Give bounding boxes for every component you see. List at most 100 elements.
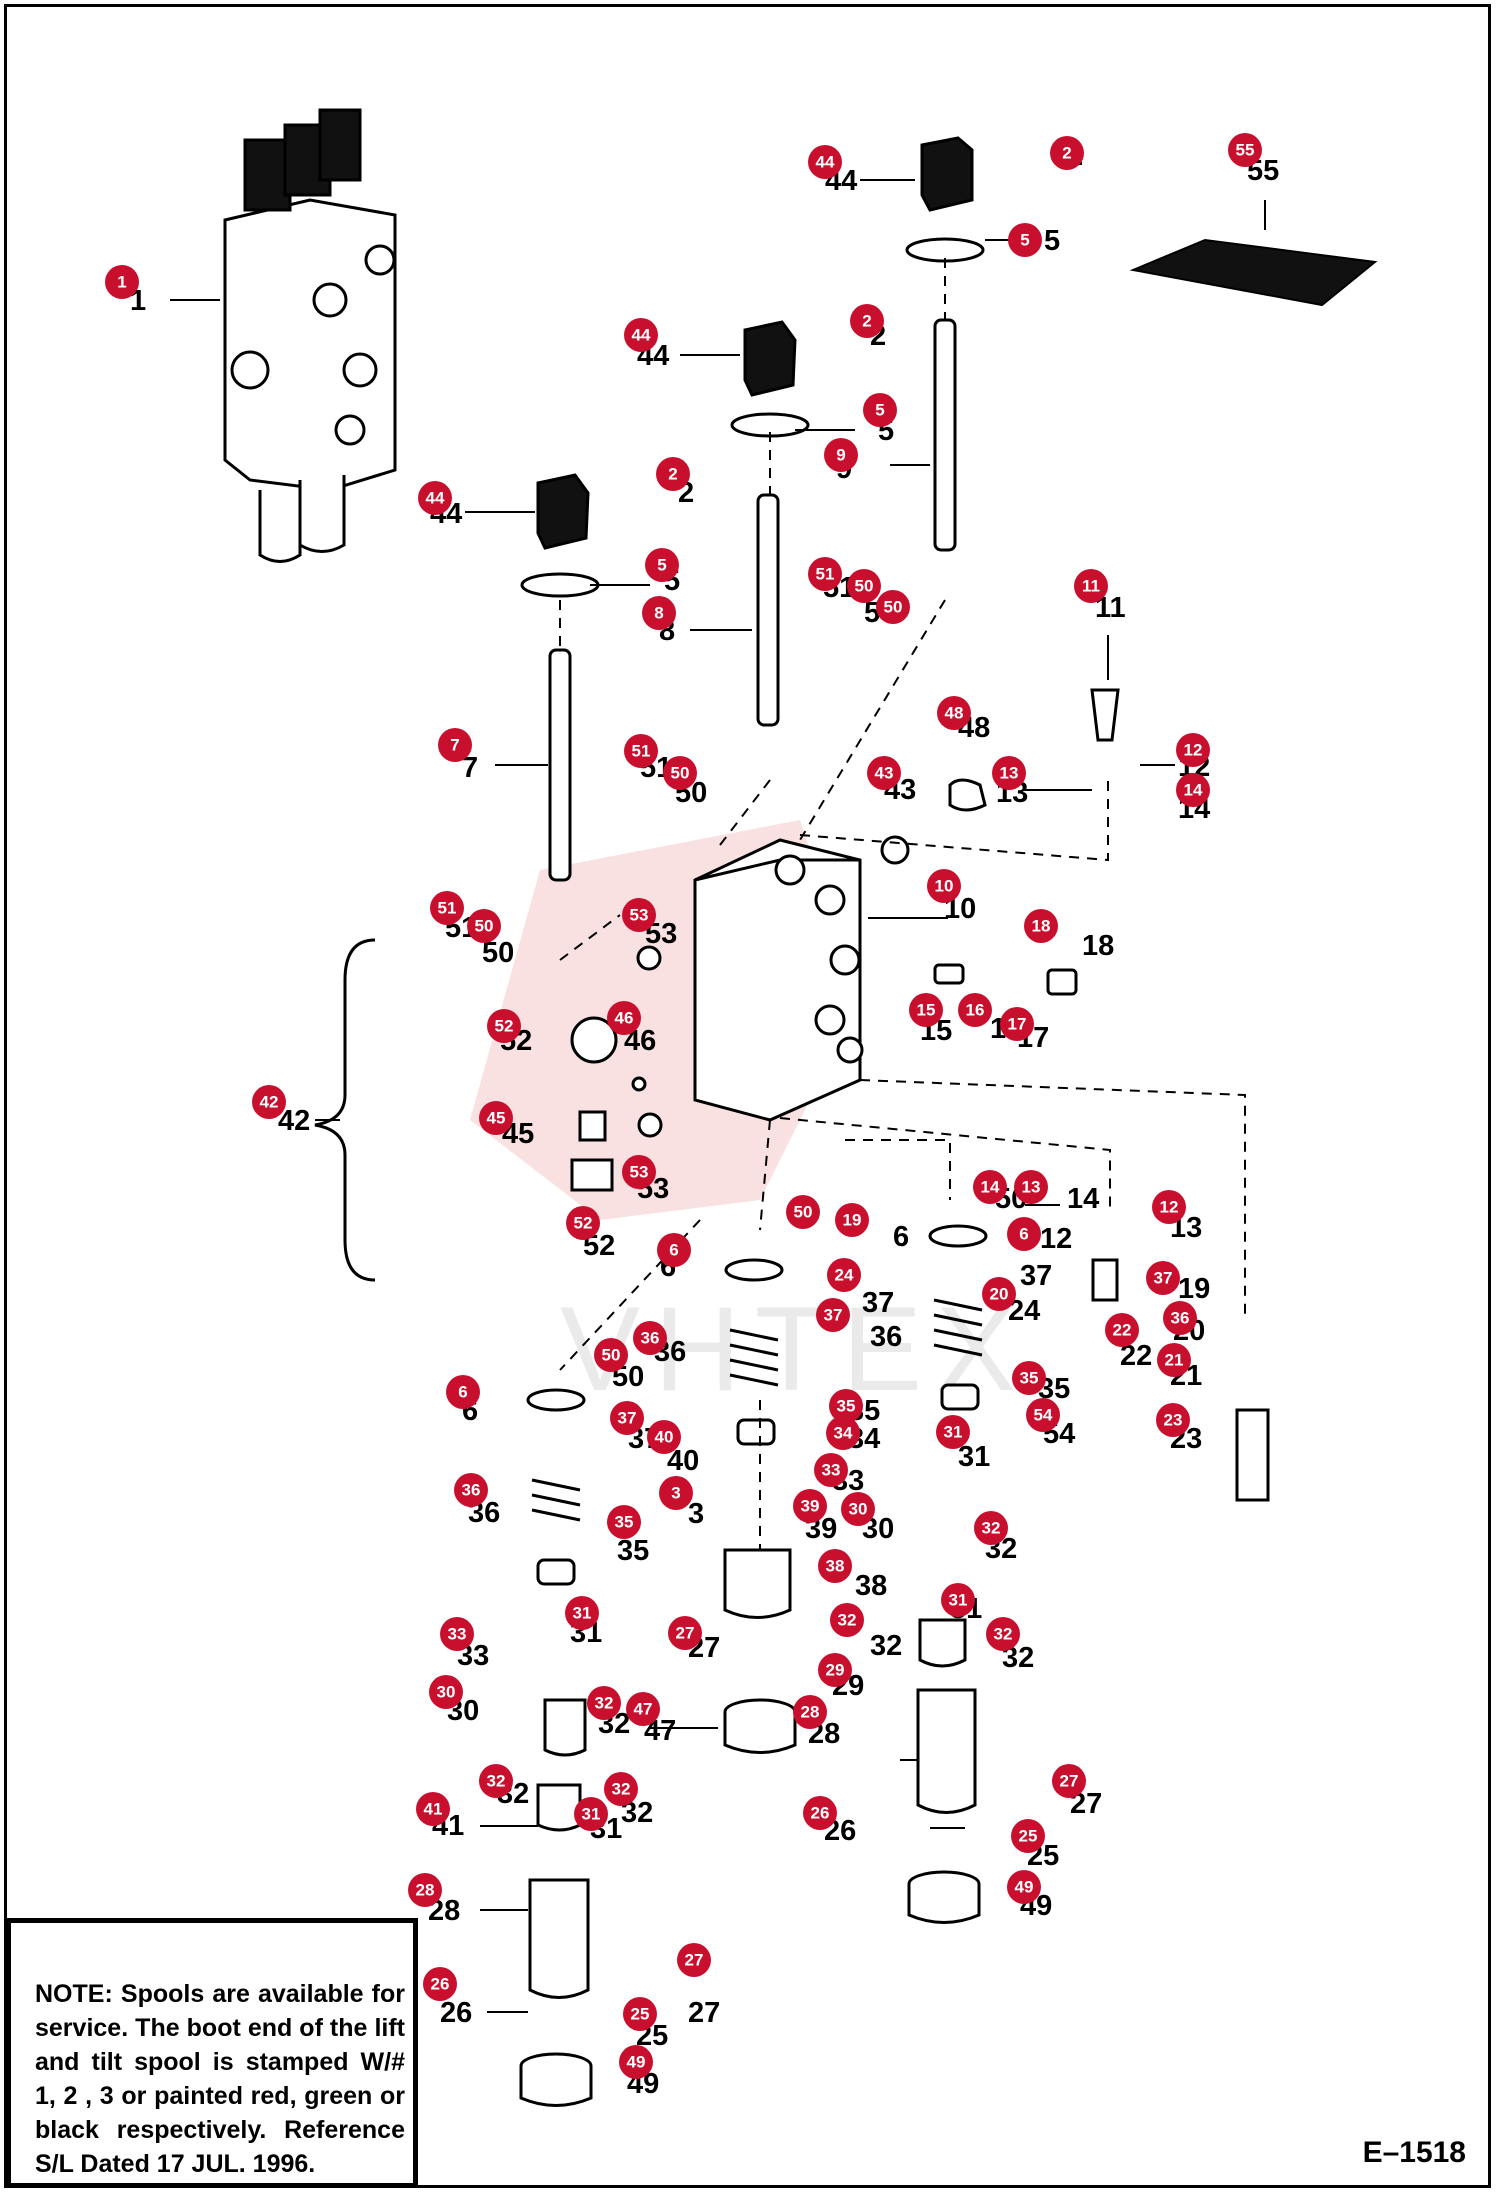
callout-badge[interactable]: 44 <box>624 318 658 352</box>
callout-badge[interactable]: 50 <box>467 909 501 943</box>
callout-badge[interactable]: 43 <box>867 756 901 790</box>
callout-badge[interactable]: 5 <box>1008 223 1042 257</box>
callout-badge[interactable]: 2 <box>850 304 884 338</box>
callout-badge[interactable]: 37 <box>816 1298 850 1332</box>
callout-badge[interactable]: 51 <box>624 734 658 768</box>
callout-badge[interactable]: 30 <box>841 1492 875 1526</box>
callout-badge-circle <box>1007 1217 1041 1251</box>
callout-badge[interactable]: 33 <box>814 1453 848 1487</box>
callout-badge[interactable]: 42 <box>252 1085 286 1119</box>
callout-badge[interactable]: 30 <box>429 1675 463 1709</box>
callout-badge[interactable]: 46 <box>607 1001 641 1035</box>
callout-badge-label: 17 <box>1008 1015 1027 1034</box>
callout-badge[interactable]: 10 <box>927 869 961 903</box>
callout-badge[interactable]: 15 <box>909 993 943 1027</box>
callout-badge[interactable]: 33 <box>440 1617 474 1651</box>
callout-badge[interactable]: 27 <box>668 1616 702 1650</box>
callout-badge[interactable]: 31 <box>936 1415 970 1449</box>
callout-badge[interactable]: 24 <box>827 1258 861 1292</box>
callout-badge[interactable]: 35 <box>829 1389 863 1423</box>
callout-badge[interactable]: 44 <box>808 145 842 179</box>
callout-badge[interactable]: 32 <box>830 1603 864 1637</box>
callout-badge[interactable]: 14 <box>973 1170 1007 1204</box>
callout-badge[interactable]: 3 <box>659 1476 693 1510</box>
callout-badge[interactable]: 7 <box>438 728 472 762</box>
callout-badge[interactable]: 11 <box>1074 569 1108 603</box>
callout-badge-circle <box>1176 773 1210 807</box>
callout-badge[interactable]: 26 <box>423 1967 457 2001</box>
callout-badge[interactable]: 29 <box>818 1653 852 1687</box>
callout-badge[interactable]: 18 <box>1024 909 1058 943</box>
callout-badge[interactable]: 32 <box>604 1772 638 1806</box>
callout-badge[interactable]: 27 <box>677 1943 711 1977</box>
callout-badge[interactable]: 16 <box>958 993 992 1027</box>
callout-badge[interactable]: 40 <box>647 1420 681 1454</box>
callout-badge-label: 55 <box>1236 141 1255 160</box>
callout-badge[interactable]: 41 <box>416 1792 450 1826</box>
callout-badge[interactable]: 2 <box>1050 136 1084 170</box>
callout-badge[interactable]: 8 <box>642 596 676 630</box>
callout-badge[interactable]: 28 <box>408 1873 442 1907</box>
callout-badge[interactable]: 12 <box>1152 1190 1186 1224</box>
callout-badge[interactable]: 51 <box>430 891 464 925</box>
callout-badge[interactable]: 39 <box>793 1489 827 1523</box>
callout-badge[interactable]: 6 <box>1007 1217 1041 1251</box>
callout-badge[interactable]: 5 <box>863 393 897 427</box>
callout-badge[interactable]: 2 <box>656 457 690 491</box>
callout-badge[interactable]: 50 <box>876 590 910 624</box>
callout-badge[interactable]: 27 <box>1052 1764 1086 1798</box>
callout-badge[interactable]: 32 <box>986 1617 1020 1651</box>
callout-badge[interactable]: 21 <box>1157 1343 1191 1377</box>
callout-badge[interactable]: 31 <box>941 1583 975 1617</box>
callout-badge[interactable]: 25 <box>623 1997 657 2031</box>
callout-badge[interactable]: 36 <box>1163 1301 1197 1335</box>
callout-badge[interactable]: 50 <box>663 756 697 790</box>
callout-badge[interactable]: 26 <box>803 1796 837 1830</box>
callout-badge[interactable]: 13 <box>1014 1170 1048 1204</box>
callout-badge[interactable]: 52 <box>487 1009 521 1043</box>
callout-badge[interactable]: 49 <box>619 2045 653 2079</box>
callout-badge[interactable]: 50 <box>786 1195 820 1229</box>
callout-badge[interactable]: 53 <box>622 898 656 932</box>
callout-badge[interactable]: 38 <box>818 1549 852 1583</box>
callout-badge[interactable]: 6 <box>657 1233 691 1267</box>
callout-badge[interactable]: 17 <box>1000 1007 1034 1041</box>
callout-badge[interactable]: 13 <box>992 756 1026 790</box>
callout-badge[interactable]: 14 <box>1176 773 1210 807</box>
callout-badge[interactable]: 36 <box>633 1321 667 1355</box>
callout-badge[interactable]: 51 <box>808 557 842 591</box>
callout-badge[interactable]: 37 <box>610 1401 644 1435</box>
callout-badge[interactable]: 35 <box>607 1505 641 1539</box>
callout-badge[interactable]: 32 <box>974 1511 1008 1545</box>
callout-badge[interactable]: 50 <box>594 1338 628 1372</box>
callout-badge[interactable]: 32 <box>479 1764 513 1798</box>
callout-badge[interactable]: 28 <box>793 1695 827 1729</box>
callout-badge[interactable]: 34 <box>826 1416 860 1450</box>
callout-badge[interactable]: 23 <box>1156 1403 1190 1437</box>
callout-badge[interactable]: 31 <box>565 1596 599 1630</box>
callout-badge[interactable]: 49 <box>1007 1870 1041 1904</box>
callout-badge[interactable]: 44 <box>418 481 452 515</box>
callout-badge[interactable]: 50 <box>847 569 881 603</box>
callout-badge[interactable]: 9 <box>824 438 858 472</box>
callout-badge[interactable]: 52 <box>566 1206 600 1240</box>
callout-badge[interactable]: 48 <box>937 696 971 730</box>
callout-badge[interactable]: 55 <box>1228 133 1262 167</box>
callout-badge[interactable]: 32 <box>587 1686 621 1720</box>
callout-badge[interactable]: 22 <box>1105 1313 1139 1347</box>
callout-badge[interactable]: 47 <box>626 1692 660 1726</box>
callout-badge[interactable]: 54 <box>1026 1398 1060 1432</box>
callout-badge[interactable]: 20 <box>982 1277 1016 1311</box>
callout-badge[interactable]: 5 <box>645 548 679 582</box>
callout-badge[interactable]: 6 <box>446 1375 480 1409</box>
callout-badge[interactable]: 19 <box>835 1203 869 1237</box>
callout-badge[interactable]: 12 <box>1176 733 1210 767</box>
callout-badge[interactable]: 1 <box>105 265 139 299</box>
callout-badge[interactable]: 37 <box>1146 1261 1180 1295</box>
callout-badge[interactable]: 36 <box>454 1473 488 1507</box>
callout-badge[interactable]: 53 <box>622 1155 656 1189</box>
callout-badge[interactable]: 31 <box>574 1797 608 1831</box>
callout-badge[interactable]: 35 <box>1012 1361 1046 1395</box>
callout-badge[interactable]: 45 <box>479 1101 513 1135</box>
callout-badge[interactable]: 25 <box>1011 1819 1045 1853</box>
